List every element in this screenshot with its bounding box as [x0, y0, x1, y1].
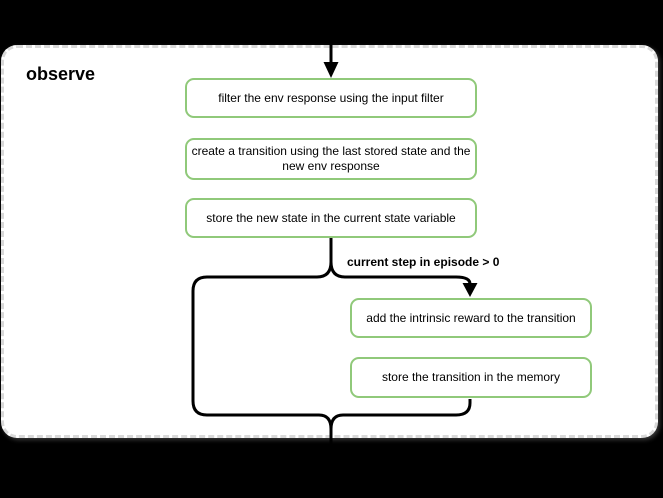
node-label: create a transition using the last store… [191, 144, 471, 173]
node-create-transition: create a transition using the last store… [185, 138, 477, 180]
group-title: observe [26, 64, 96, 84]
node-add-intrinsic-reward: add the intrinsic reward to the transiti… [350, 298, 592, 338]
node-filter-env-response: filter the env response using the input … [185, 78, 477, 118]
node-label: add the intrinsic reward to the transiti… [366, 310, 576, 325]
node-label: store the transition in the memory [381, 370, 561, 384]
node-store-transition: store the transition in the memory [350, 357, 592, 398]
condition-label: current step in episode > 0 [347, 255, 500, 269]
node-store-new-state: store the new state in the current state… [185, 198, 477, 238]
node-label: store the new state in the current state… [206, 210, 456, 225]
node-label: filter the env response using the input … [218, 90, 444, 105]
